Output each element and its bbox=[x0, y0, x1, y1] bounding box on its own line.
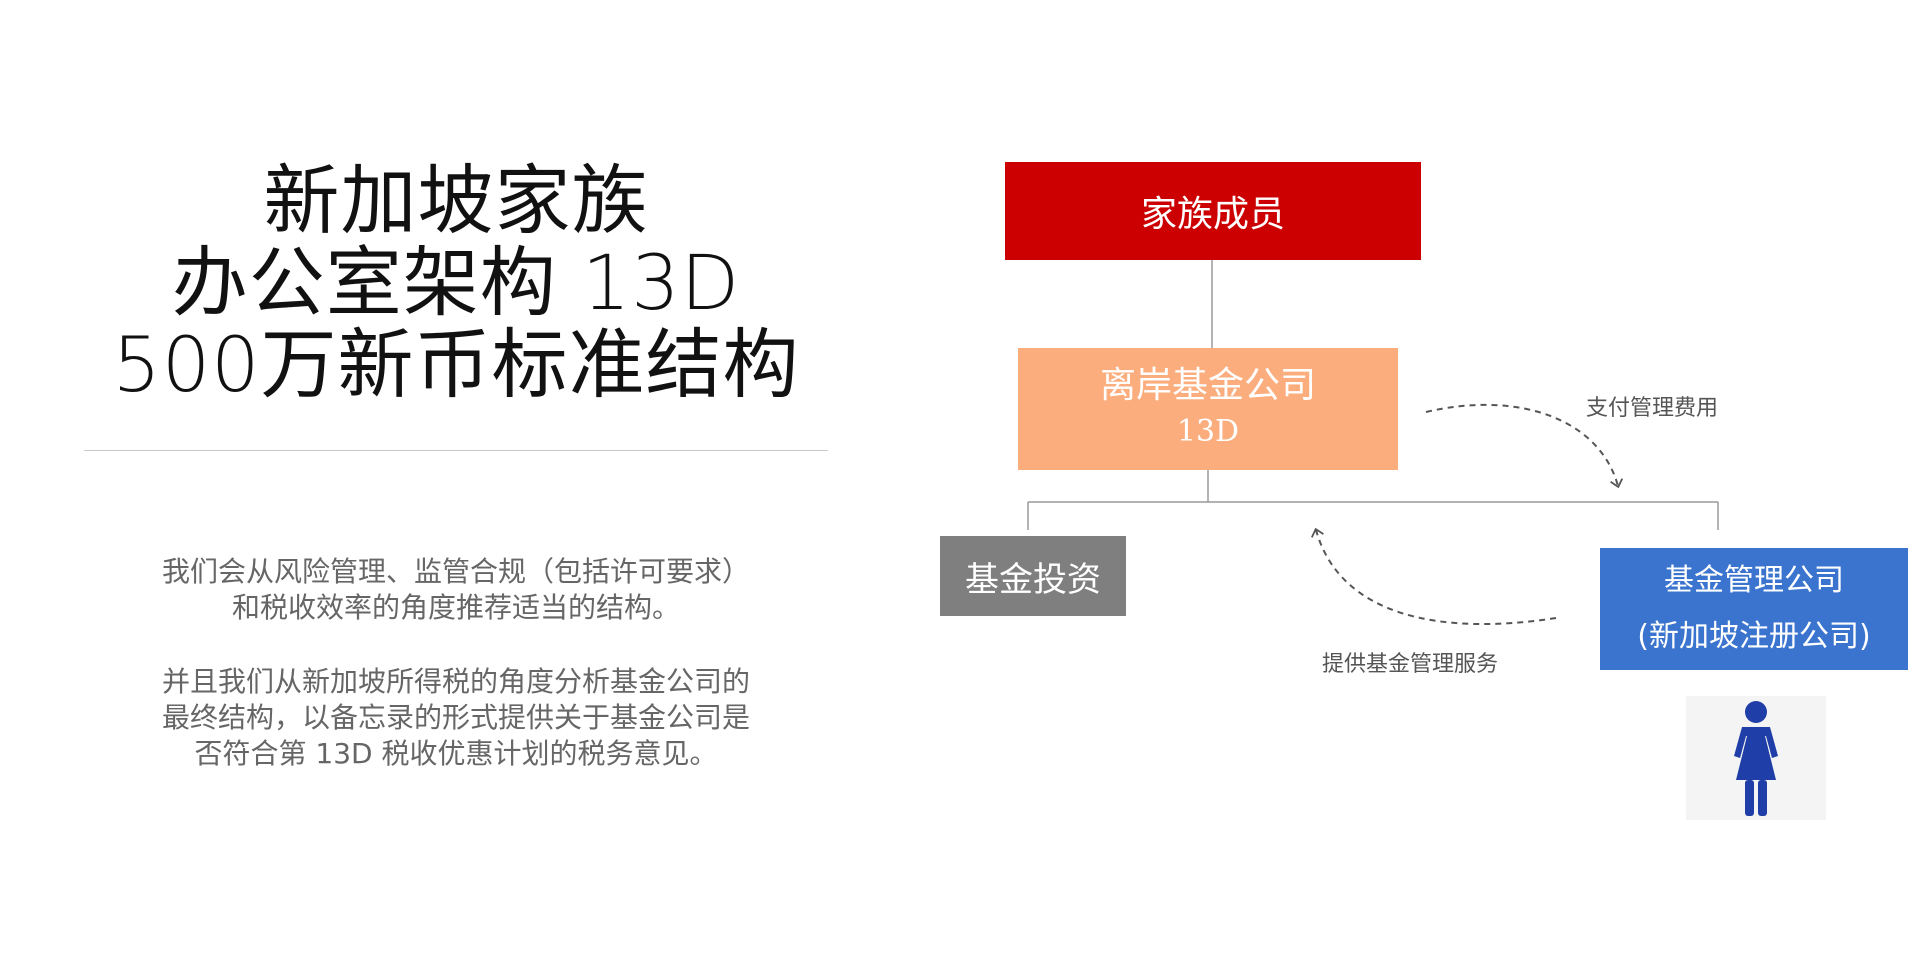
management-company-box: 基金管理公司 (新加坡注册公司) bbox=[1600, 548, 1908, 670]
description-line: 并且我们从新加坡所得税的角度分析基金公司的 bbox=[161, 665, 750, 698]
title-divider bbox=[84, 450, 828, 451]
family-members-label: 家族成员 bbox=[1140, 194, 1285, 235]
offshore-fund-label: 离岸基金公司 bbox=[1099, 365, 1316, 406]
management-company-label: 基金管理公司 bbox=[1664, 563, 1844, 598]
description-paragraph-2: 并且我们从新加坡所得税的角度分析基金公司的 最终结构，以备忘录的形式提供关于基金… bbox=[84, 664, 828, 772]
pay-fees-label: 支付管理费用 bbox=[1586, 396, 1719, 421]
fund-investment-label: 基金投资 bbox=[965, 559, 1101, 600]
management-company-note: (新加坡注册公司) bbox=[1637, 619, 1871, 654]
description-line: 和税收效率的角度推荐适当的结构。 bbox=[231, 591, 680, 624]
description-line: 我们会从风险管理、监管合规（包括许可要求） bbox=[161, 555, 750, 588]
offshore-fund-scheme: 13D bbox=[1176, 414, 1240, 449]
description-paragraph-1: 我们会从风险管理、监管合规（包括许可要求） 和税收效率的角度推荐适当的结构。 bbox=[84, 554, 828, 626]
title-line-1: 新加坡家族 bbox=[263, 156, 649, 245]
offshore-fund-box: 离岸基金公司 13D bbox=[1018, 348, 1398, 470]
arrow-pay-fees bbox=[1425, 404, 1624, 489]
arrow-provide-services bbox=[1311, 527, 1557, 626]
family-members-box: 家族成员 bbox=[1005, 162, 1421, 260]
description-line: 否符合第 13D 税收优惠计划的税务意见。 bbox=[194, 737, 718, 770]
fund-investment-box: 基金投资 bbox=[940, 536, 1126, 616]
title-line-2: 办公室架构 13D bbox=[171, 238, 741, 327]
description-line: 最终结构，以备忘录的形式提供关于基金公司是 bbox=[161, 701, 750, 734]
provide-services-label: 提供基金管理服务 bbox=[1322, 652, 1499, 677]
title-line-3: 500万新币标准结构 bbox=[112, 320, 800, 409]
person-icon bbox=[1686, 696, 1826, 820]
page-title: 新加坡家族 办公室架构 13D 500万新币标准结构 bbox=[84, 160, 828, 406]
